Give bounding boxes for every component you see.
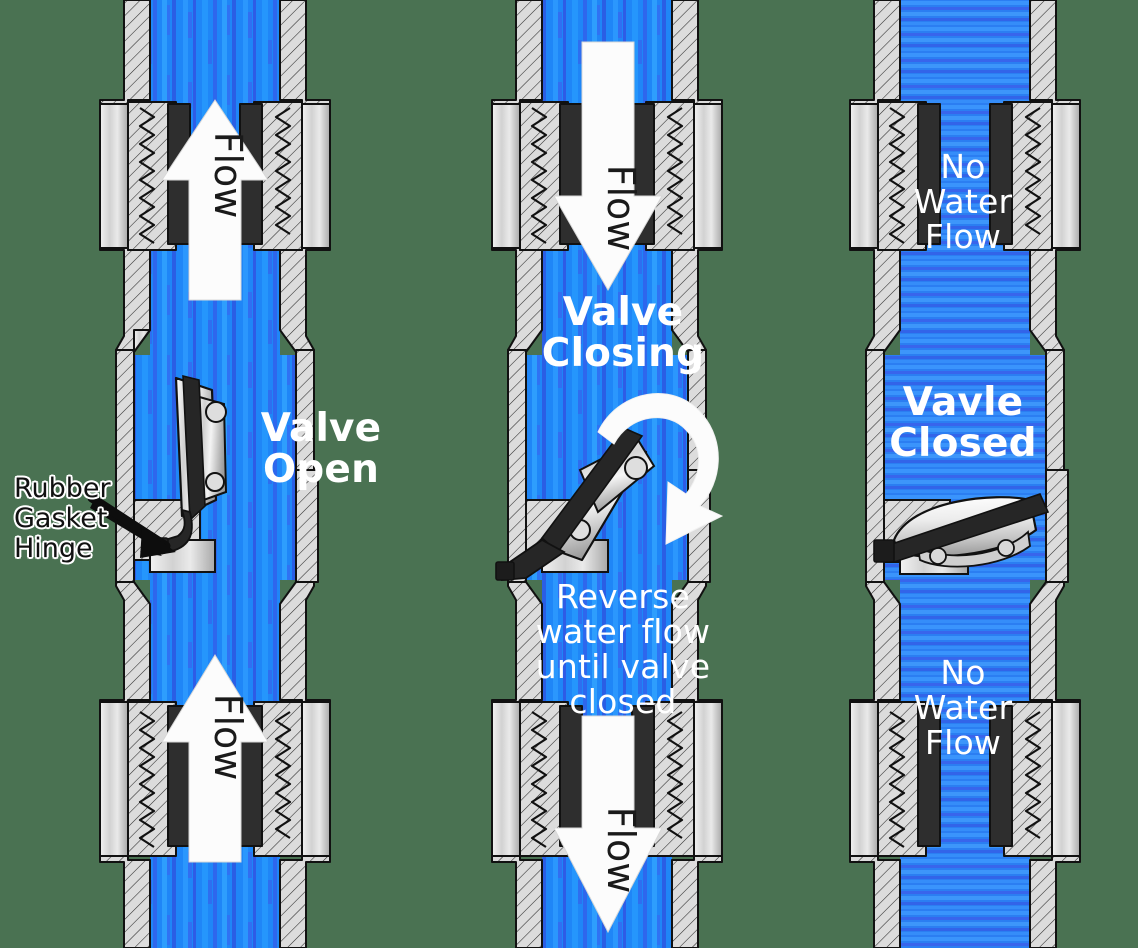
flow-arrow-label-upper: Flow bbox=[599, 165, 643, 252]
rotation-arrow-closing bbox=[597, 393, 724, 545]
callout-rubber-gasket-hinge: Rubber Gasket Hinge bbox=[14, 473, 111, 565]
callout-arrow-rubber-gasket-hinge bbox=[87, 493, 176, 558]
panel-valve-closing: Flow Flow Valve Closing Reverse water fl… bbox=[430, 0, 790, 948]
flow-arrow-up-upper: Flow bbox=[161, 99, 269, 301]
valve-open-artwork: Flow Flow bbox=[87, 0, 331, 948]
panel-valve-open: Flow Flow Valve Open Rubber Gasket Hinge bbox=[0, 0, 430, 948]
flow-arrow-label-lower: Flow bbox=[206, 694, 250, 781]
valve-closed-artwork bbox=[849, 0, 1081, 948]
panel-valve-closed: No Water Flow Vavle Closed No Water Flow bbox=[790, 0, 1138, 948]
flow-arrow-down-lower: Flow bbox=[553, 715, 663, 934]
valve-flapper-closed bbox=[873, 493, 1050, 568]
valve-closing-artwork: Flow Flow bbox=[491, 0, 724, 948]
flow-arrow-up-lower: Flow bbox=[161, 654, 269, 863]
valve-body-left bbox=[849, 0, 941, 948]
flow-arrow-label-upper: Flow bbox=[206, 132, 250, 219]
valve-body-right bbox=[989, 0, 1081, 948]
valve-flapper-closing bbox=[495, 427, 656, 581]
flow-arrow-label-lower: Flow bbox=[599, 807, 643, 894]
flow-arrow-down-upper: Flow bbox=[553, 41, 663, 292]
valve-flapper-open bbox=[151, 374, 228, 556]
